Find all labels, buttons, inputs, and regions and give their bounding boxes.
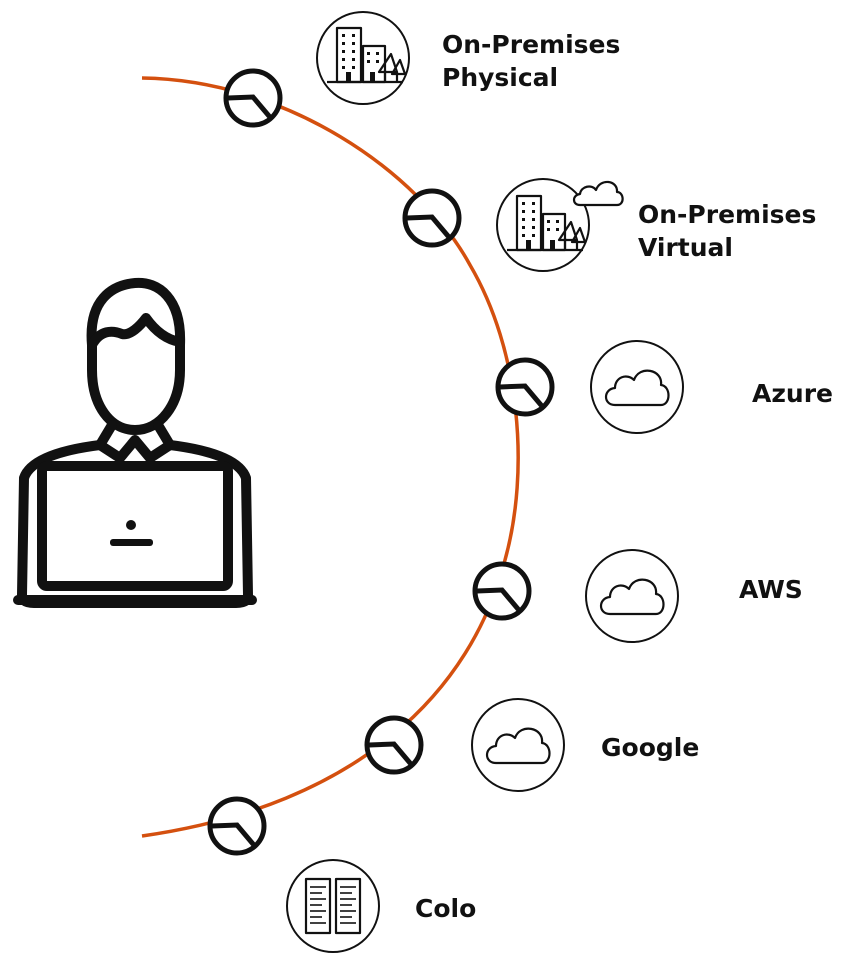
cloud-icon xyxy=(485,727,551,765)
label-line: Colo xyxy=(415,894,477,923)
laptop-logo xyxy=(110,520,153,546)
label-line: Virtual xyxy=(638,233,733,262)
label-line: Physical xyxy=(442,63,559,92)
clock-connector-icon xyxy=(402,188,462,248)
clock-connector-icon xyxy=(223,68,283,128)
server-racks-icon xyxy=(304,877,362,935)
cloud-icon xyxy=(599,578,665,616)
clock-connector-icon xyxy=(472,561,532,621)
label-line: Azure xyxy=(752,379,833,408)
label-line: Google xyxy=(601,733,700,762)
office-buildings-cloud-icon xyxy=(507,180,624,252)
label-on-premises-physical: On-Premises Physical xyxy=(442,28,620,94)
office-buildings-trees-icon xyxy=(327,26,407,84)
label-azure: Azure xyxy=(752,377,833,410)
clock-connector-icon xyxy=(207,796,267,856)
label-line: On-Premises xyxy=(442,30,621,59)
clock-connector-icon xyxy=(364,715,424,775)
label-google: Google xyxy=(601,731,699,764)
connector-icons xyxy=(207,68,555,856)
clock-connector-icon xyxy=(495,357,555,417)
cloud-icon xyxy=(604,369,670,407)
destination-icon-circles xyxy=(286,11,684,953)
connection-arc xyxy=(141,76,520,838)
label-line: On-Premises xyxy=(638,200,817,229)
label-line: AWS xyxy=(739,575,803,604)
label-aws: AWS xyxy=(739,573,803,606)
label-on-premises-virtual: On-Premises Virtual xyxy=(638,198,816,264)
user-at-laptop-icon xyxy=(13,277,257,608)
label-colo: Colo xyxy=(415,892,476,925)
